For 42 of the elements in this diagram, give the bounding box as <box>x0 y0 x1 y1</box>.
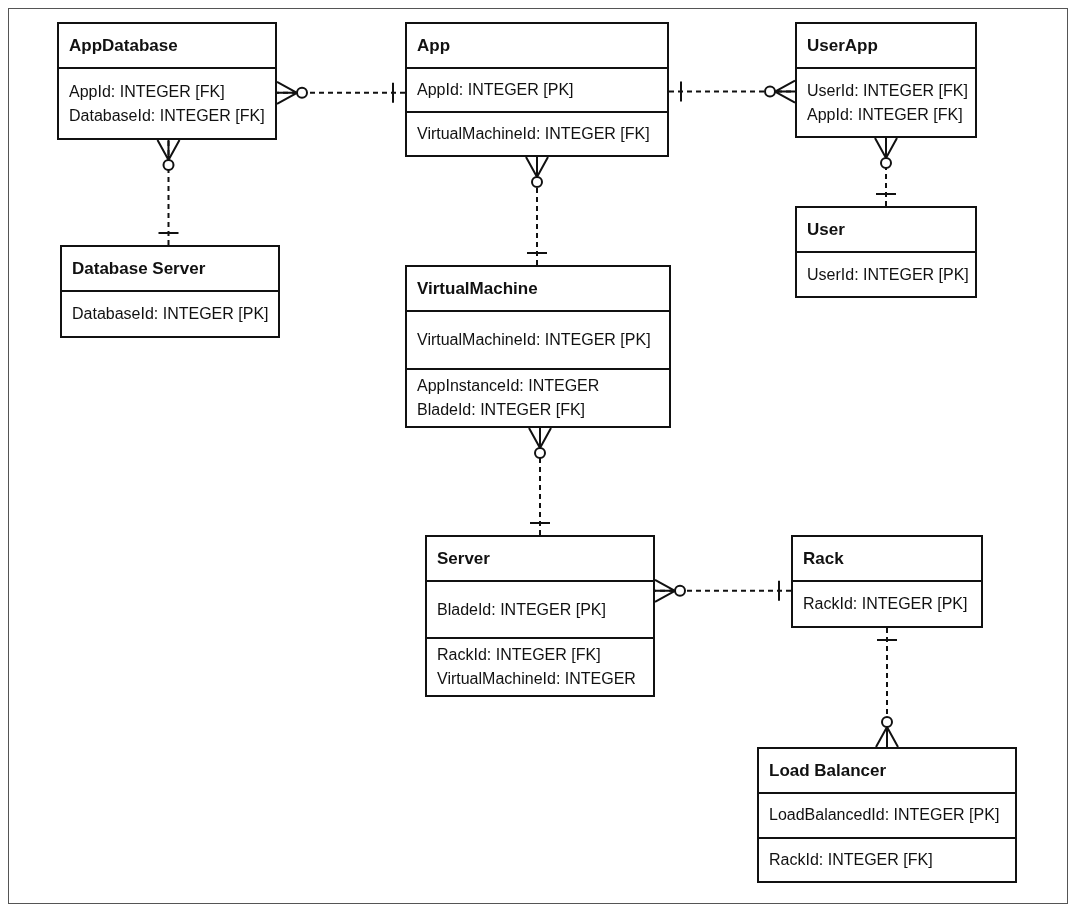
field-text: DatabaseId: INTEGER [PK] <box>72 304 268 324</box>
field-text: DatabaseId: INTEGER [FK] <box>69 105 265 126</box>
field-text: RackId: INTEGER [FK] <box>437 645 602 665</box>
relationship-line <box>156 139 181 246</box>
relationship-line <box>276 80 406 105</box>
entity-table <box>795 22 977 138</box>
field-text: BladeId: INTEGER [FK] <box>417 400 587 420</box>
relationship-line <box>874 137 898 207</box>
entity-table <box>57 22 277 140</box>
table-title: Server <box>437 547 490 570</box>
field-text: RackId: INTEGER [PK] <box>803 594 969 614</box>
entity-table <box>795 206 977 298</box>
field-text: AppInstanceId: INTEGER <box>417 376 601 396</box>
table-title: AppDatabase <box>69 34 178 57</box>
relationship-line <box>875 627 899 748</box>
table-title: UserApp <box>807 34 878 57</box>
relationship-line <box>668 79 796 104</box>
table-title: User <box>807 218 845 241</box>
entity-table <box>60 245 280 338</box>
table-title: App <box>417 34 451 57</box>
field-text: VirtualMachineId: INTEGER [PK] <box>417 330 652 350</box>
entity-table <box>405 22 669 157</box>
relationship-line <box>654 578 792 603</box>
entity-table <box>425 535 655 697</box>
field-text: AppId: INTEGER [FK] <box>807 104 964 125</box>
field-text: AppId: INTEGER [FK] <box>69 81 226 102</box>
table-title: VirtualMachine <box>417 277 538 300</box>
field-text: AppId: INTEGER [PK] <box>417 80 575 100</box>
entity-table <box>405 265 671 428</box>
entity-table <box>791 535 983 628</box>
field-text: BladeId: INTEGER [PK] <box>437 599 607 620</box>
relationship-line <box>528 427 552 536</box>
field-text: LoadBalancedId: INTEGER [PK] <box>769 805 1001 826</box>
relationship-line <box>525 156 549 266</box>
field-text: VirtualMachineId: INTEGER <box>437 669 637 689</box>
field-text: UserId: INTEGER [FK] <box>807 80 965 101</box>
table-title: Database Server <box>72 257 206 280</box>
field-text: RackId: INTEGER [FK] <box>769 849 934 870</box>
table-title: Load Balancer <box>769 759 887 782</box>
entity-table <box>757 747 1017 883</box>
field-text: VirtualMachineId: INTEGER [FK] <box>417 124 651 144</box>
table-title: Rack <box>803 547 844 570</box>
